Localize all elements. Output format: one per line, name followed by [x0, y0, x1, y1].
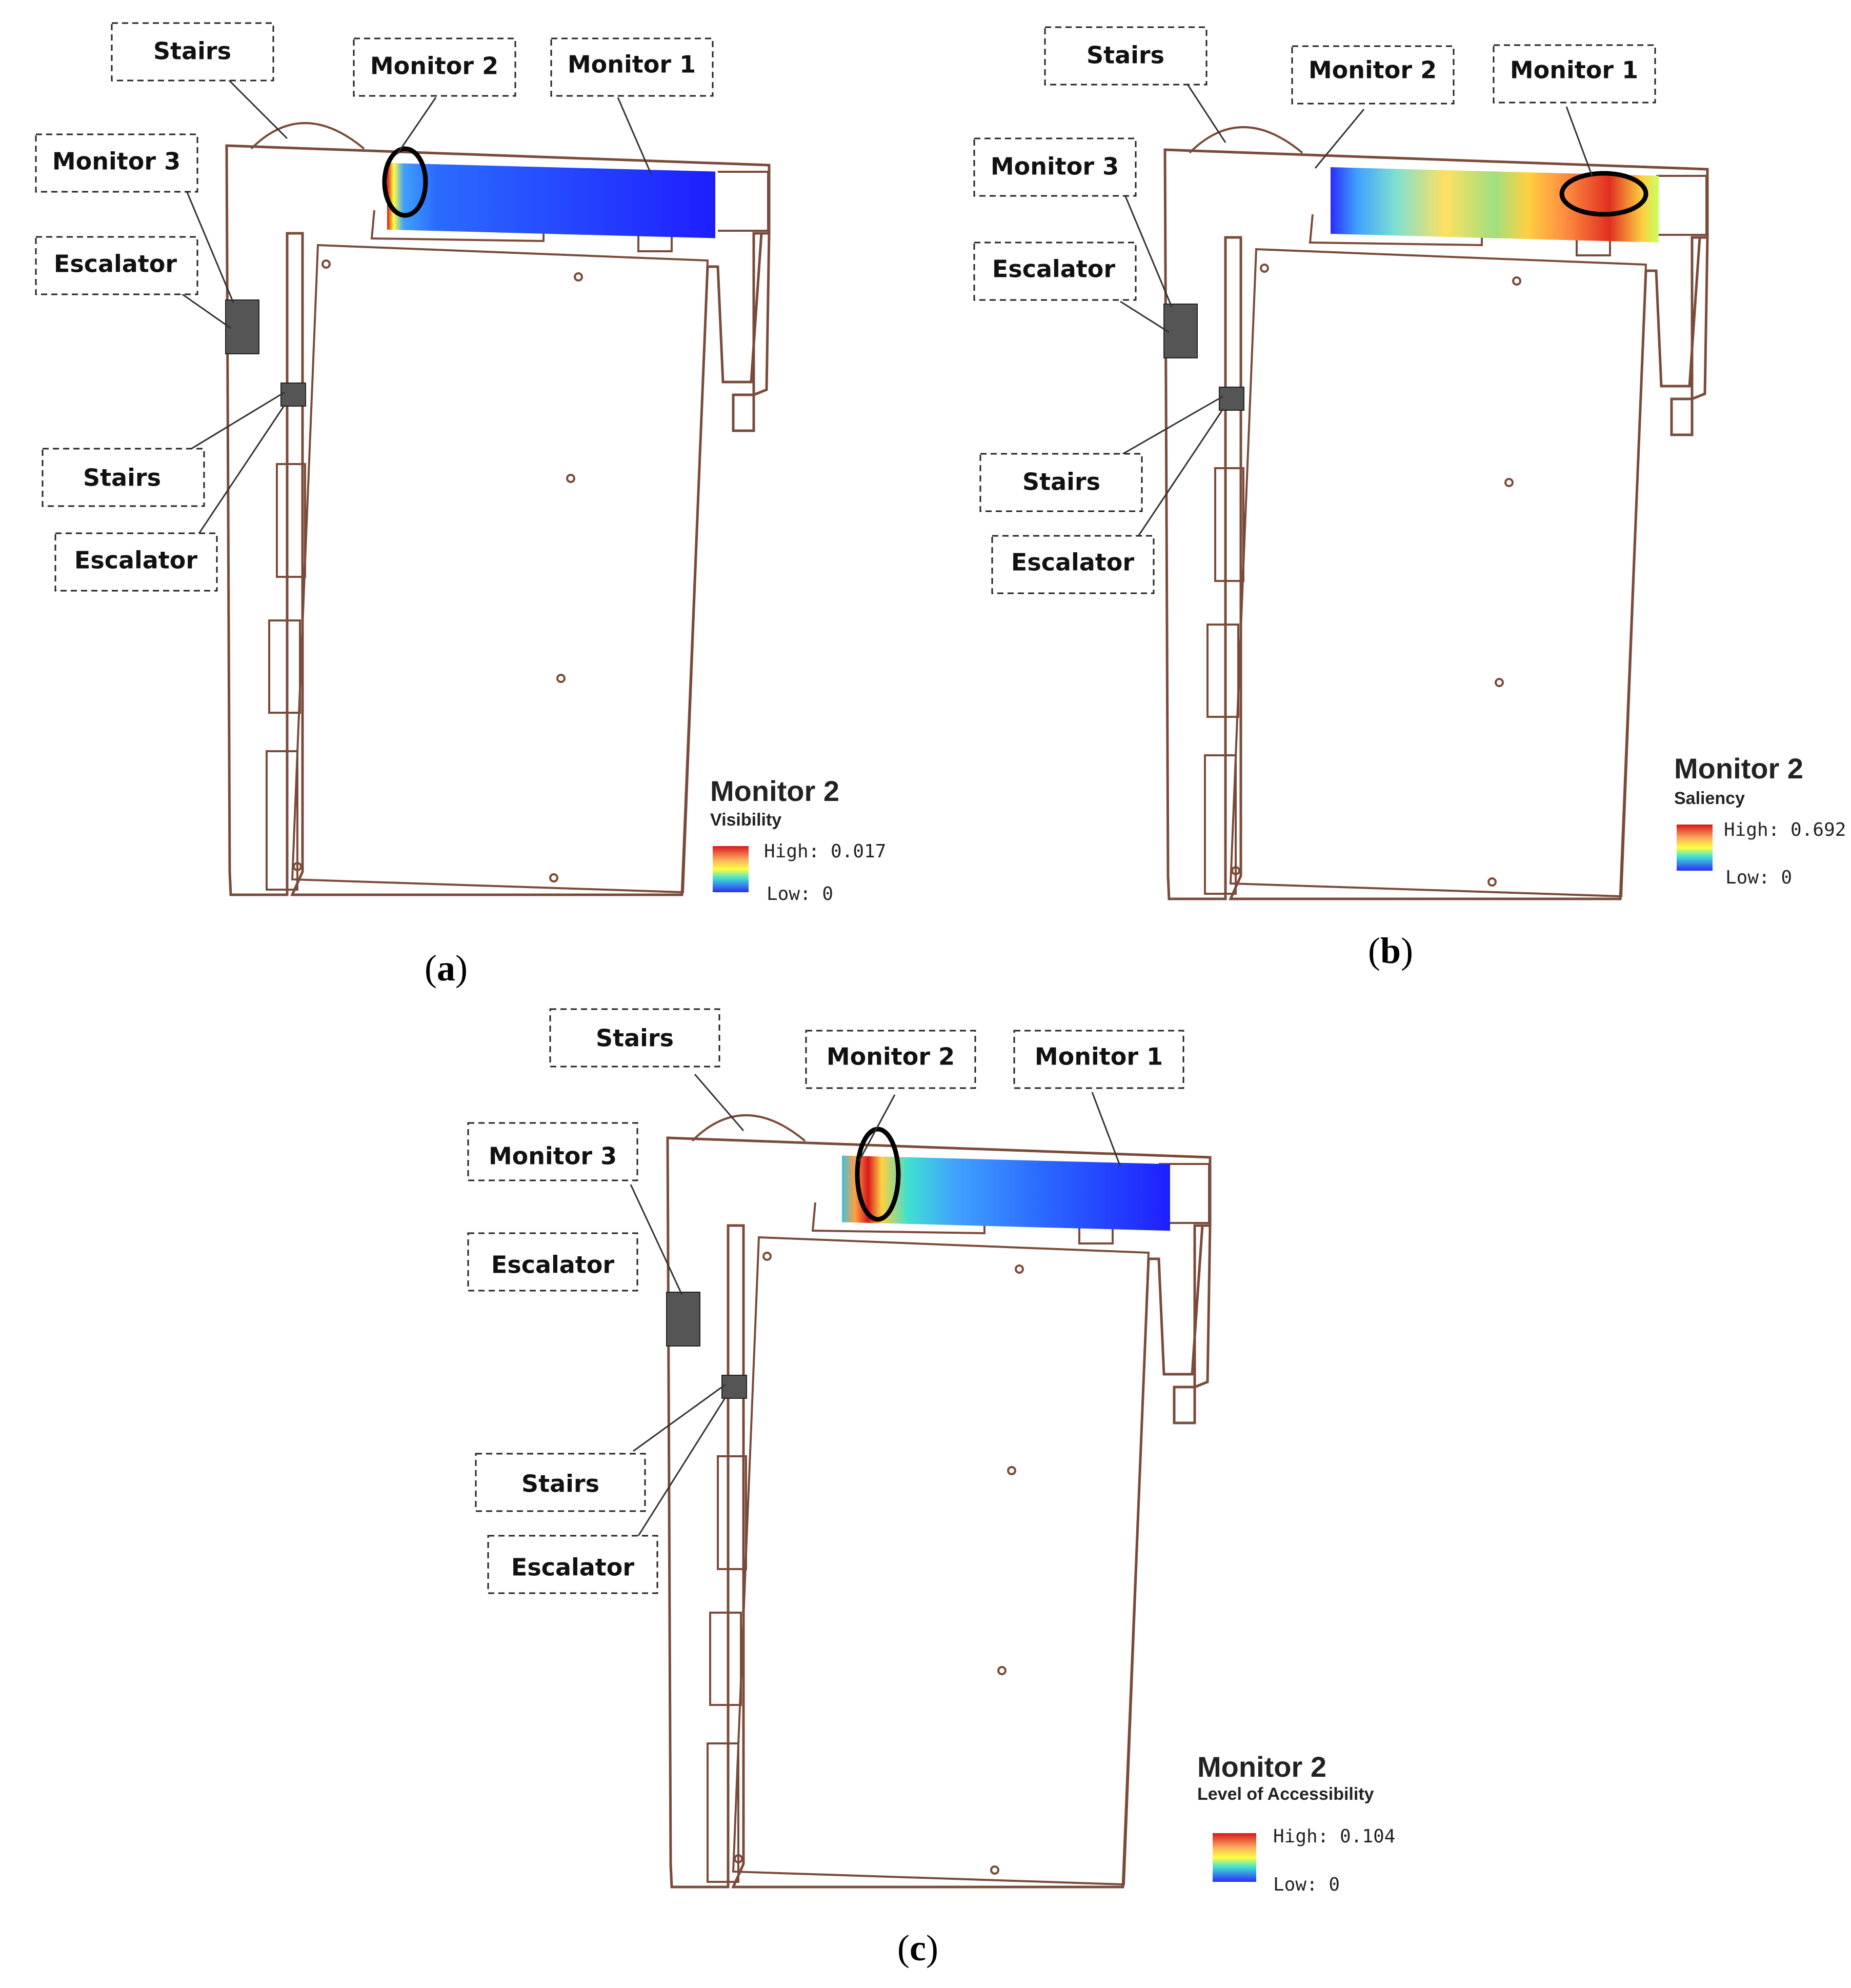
- svg-text:Stairs: Stairs: [1087, 42, 1164, 69]
- legend-title: Monitor 2: [1674, 752, 1803, 785]
- callout-stairs: Stairs: [549, 1008, 720, 1068]
- callout-escalator: Escalator: [35, 236, 198, 295]
- escalator-icon: [1219, 387, 1244, 411]
- highlight-ellipse: [382, 146, 428, 218]
- svg-text:Stairs: Stairs: [153, 37, 231, 65]
- callout-monitor-2: Monitor 2: [1291, 45, 1455, 105]
- heatmap-strip: [1331, 167, 1659, 243]
- svg-text:Monitor 2: Monitor 2: [1309, 56, 1437, 84]
- floor-plan: [666, 1114, 1212, 1889]
- callout-monitor-2: Monitor 2: [353, 37, 516, 97]
- svg-text:Stairs: Stairs: [596, 1025, 674, 1052]
- leader-lines: [1120, 83, 1593, 540]
- svg-text:Monitor 3: Monitor 3: [991, 153, 1119, 180]
- panel-label-b: (b): [1368, 930, 1413, 971]
- leader-lines: [179, 78, 652, 536]
- legend-title: Monitor 2: [1197, 1751, 1326, 1783]
- panel-c: Stairs Monitor 2 Monitor 1 Monitor 3 Esc…: [467, 1008, 1395, 1969]
- floor-plan: [225, 122, 771, 896]
- svg-text:Monitor 3: Monitor 3: [52, 148, 180, 175]
- callout-escalator: Escalator: [467, 1232, 638, 1292]
- legend: Monitor 2 Visibility High: 0.017 Low: 0: [710, 775, 886, 905]
- callout-monitor-3: Monitor 3: [467, 1122, 638, 1181]
- legend-subtitle: Visibility: [710, 810, 781, 830]
- escalator-icon: [721, 1375, 747, 1399]
- callout-stairs-lower: Stairs: [979, 453, 1143, 512]
- legend-low: Low: 0: [767, 883, 833, 905]
- svg-text:Escalator: Escalator: [54, 250, 177, 278]
- panel-label-a: (a): [425, 948, 468, 989]
- svg-text:Escalator: Escalator: [491, 1251, 615, 1279]
- callout-escalator: Escalator: [973, 242, 1137, 301]
- callout-monitor-3: Monitor 3: [973, 137, 1137, 197]
- callout-monitor-1: Monitor 1: [1493, 44, 1656, 104]
- leader-lines: [630, 1074, 1121, 1536]
- legend-title: Monitor 2: [710, 775, 839, 807]
- callout-stairs-lower: Stairs: [42, 448, 205, 507]
- escalator-icon: [666, 1292, 700, 1347]
- svg-text:Monitor 1: Monitor 1: [1510, 56, 1638, 84]
- callout-stairs: Stairs: [111, 22, 274, 82]
- callout-escalator-lower: Escalator: [487, 1535, 658, 1594]
- svg-text:Monitor 3: Monitor 3: [489, 1142, 617, 1170]
- callout-escalator-lower: Escalator: [54, 532, 218, 592]
- svg-text:Escalator: Escalator: [511, 1554, 635, 1581]
- floor-plan: [1163, 126, 1709, 900]
- svg-text:Escalator: Escalator: [992, 255, 1116, 283]
- legend-high: High: 0.692: [1724, 819, 1846, 840]
- panel-a: Stairs Monitor 2 Monitor 1 Monitor 3 Esc…: [35, 22, 886, 989]
- svg-text:Monitor 2: Monitor 2: [827, 1043, 955, 1071]
- svg-text:Stairs: Stairs: [1022, 468, 1100, 496]
- legend-low: Low: 0: [1725, 867, 1792, 888]
- color-ramp: [713, 846, 749, 892]
- svg-text:Stairs: Stairs: [521, 1470, 599, 1498]
- callout-stairs-lower: Stairs: [475, 1453, 646, 1512]
- svg-text:Monitor 2: Monitor 2: [370, 52, 498, 80]
- svg-text:Monitor 1: Monitor 1: [1035, 1043, 1163, 1071]
- callout-monitor-3: Monitor 3: [35, 133, 198, 193]
- highlight-ellipse: [1559, 171, 1648, 217]
- legend-low: Low: 0: [1273, 1874, 1340, 1895]
- escalator-icon: [225, 299, 259, 354]
- callout-monitor-2: Monitor 2: [805, 1030, 976, 1089]
- callout-escalator-lower: Escalator: [991, 535, 1155, 594]
- panel-b: Stairs Monitor 2 Monitor 1 Monitor 3 Esc…: [973, 26, 1846, 971]
- panel-label-c: (c): [897, 1927, 938, 1969]
- svg-text:Stairs: Stairs: [83, 464, 161, 492]
- heatmap-strip: [387, 163, 715, 238]
- legend-high: High: 0.104: [1273, 1826, 1395, 1847]
- legend-subtitle: Level of Accessibility: [1197, 1784, 1374, 1804]
- highlight-ellipse: [855, 1127, 901, 1222]
- escalator-icon: [280, 383, 306, 407]
- legend-high: High: 0.017: [764, 841, 886, 862]
- color-ramp: [1213, 1833, 1256, 1882]
- callout-monitor-1: Monitor 1: [550, 37, 714, 97]
- callout-monitor-1: Monitor 1: [1013, 1030, 1184, 1089]
- callout-stairs: Stairs: [1044, 26, 1208, 86]
- heatmap-strip: [842, 1155, 1170, 1231]
- legend: Monitor 2 Level of Accessibility High: 0…: [1197, 1751, 1395, 1895]
- svg-text:Escalator: Escalator: [74, 547, 198, 574]
- svg-text:Escalator: Escalator: [1011, 549, 1135, 576]
- color-ramp: [1677, 825, 1713, 871]
- svg-text:Monitor 1: Monitor 1: [568, 51, 696, 78]
- escalator-icon: [1163, 304, 1198, 358]
- legend-subtitle: Saliency: [1674, 789, 1745, 808]
- legend: Monitor 2 Saliency High: 0.692 Low: 0: [1674, 752, 1846, 888]
